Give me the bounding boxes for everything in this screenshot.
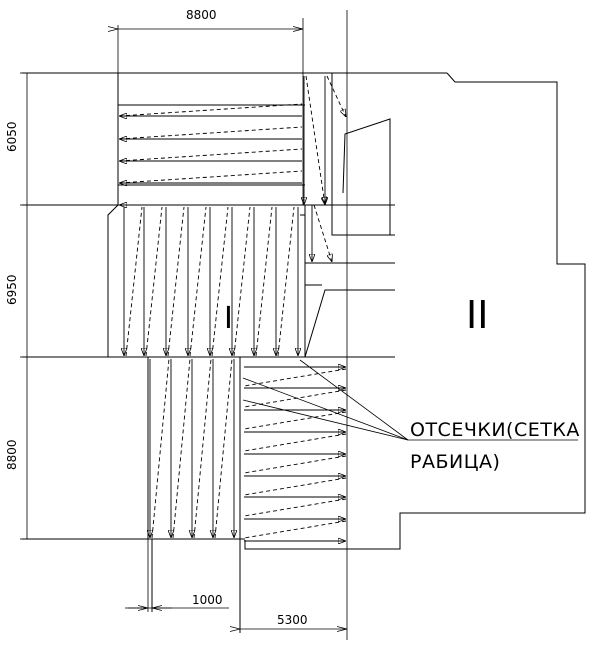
arrow-dashed-up (172, 358, 191, 539)
arrow-dashed-up (233, 206, 251, 357)
dim-bottom-width: 5300 (277, 613, 308, 627)
arrow-dashed-return (118, 126, 303, 140)
scheme-arrows (118, 75, 347, 541)
zone-2-label: II (466, 293, 488, 337)
arrow-dashed-down (326, 75, 346, 117)
arrow-dashed-up (145, 206, 163, 357)
site-outline (22, 10, 586, 640)
arrow-dashed-return (243, 411, 347, 430)
arrow-dashed-up (277, 206, 295, 357)
arrow-dashed-return (118, 103, 303, 117)
arrow-dashed-up (214, 358, 233, 539)
dim-left-bottom: 8800 (5, 439, 19, 470)
arrow-dashed-return (243, 455, 347, 474)
dim-bottom-offset: 1000 (192, 593, 223, 607)
dim-top-width: 8800 (186, 8, 217, 22)
arrow-dashed-return (118, 148, 303, 162)
arrow-dashed-down (313, 204, 332, 262)
arrow-dashed-up (125, 206, 143, 357)
arrow-dashed-down (305, 75, 325, 205)
dimension-lines (20, 18, 347, 629)
arrow-dashed-up (189, 206, 207, 357)
arrow-dashed-return (243, 389, 347, 408)
arrow-dashed-up (167, 206, 185, 357)
arrow-dashed-up (193, 358, 212, 539)
arrow-dashed-up (211, 206, 229, 357)
arrow-dashed-up (255, 206, 273, 357)
dim-left-top: 6050 (5, 121, 19, 152)
arrow-dashed-return (243, 368, 347, 387)
arrow-dashed-return (243, 477, 347, 496)
arrow-dashed-return (243, 433, 347, 452)
zone-1-label: I (224, 301, 233, 336)
callout-line-2: РАБИЦА) (410, 451, 500, 473)
arrow-dashed-return (243, 520, 347, 539)
arrow-dashed-up (151, 358, 170, 539)
callout-line-1: ОТСЕЧКИ(СЕТКА (410, 419, 580, 441)
arrow-dashed-return (243, 498, 347, 517)
arrow-dashed-return (118, 170, 303, 184)
dim-left-middle: 6950 (5, 274, 19, 305)
